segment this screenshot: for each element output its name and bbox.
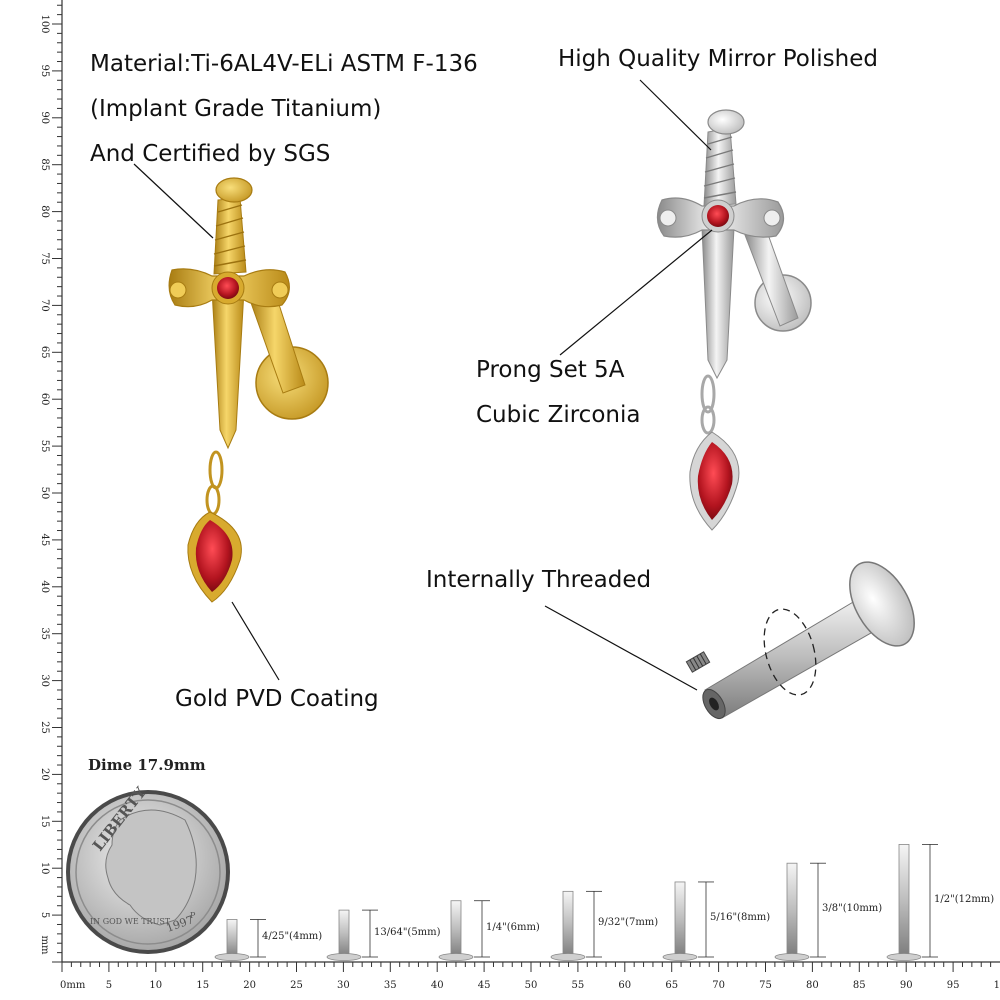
material-callout: Material:Ti-6AL4V-ELi ASTM F-136 (Implan… [90, 42, 478, 177]
horizontal-ruler: 5101520253035404550556065707580859095100… [60, 961, 1000, 991]
size-post [550, 890, 602, 961]
size-label: 5/16"(8mm) [710, 912, 771, 924]
h-tick-label: 70 [712, 980, 725, 991]
h-tick-label: 80 [806, 980, 819, 991]
h-tick-label: 90 [900, 980, 913, 991]
h-zero-label: 0mm [60, 980, 86, 991]
v-tick-label: 50 [39, 487, 50, 500]
prong-line-1: Prong Set 5A [476, 357, 625, 383]
h-tick-label: 35 [384, 980, 397, 991]
h-tick-label: 50 [525, 980, 538, 991]
v-unit-label: mm [39, 936, 50, 955]
h-tick-label: 45 [478, 980, 491, 991]
h-tick-label: 85 [853, 980, 866, 991]
h-tick-label: 5 [106, 980, 112, 991]
material-line-1: Material:Ti-6AL4V-ELi ASTM F-136 [90, 51, 478, 77]
v-tick-label: 40 [39, 580, 50, 593]
size-label: 1/4"(6mm) [486, 921, 540, 933]
vertical-ruler: 5 10 15 20 25 30 35 40 45 50 55 60 65 70 75 80 85 90 95 100… [39, 0, 63, 963]
size-label: 3/8"(10mm) [822, 903, 883, 915]
v-tick-label: 55 [39, 440, 50, 453]
v-tick-label: 10 [39, 862, 50, 875]
silver-dagger-earring [656, 109, 812, 531]
v-tick-label: 45 [39, 534, 50, 547]
size-post [886, 844, 938, 961]
h-tick-label: 65 [665, 980, 678, 991]
threaded-labret-post [685, 561, 915, 720]
dime-label: Dime 17.9mm [88, 756, 206, 774]
h-tick-label: 25 [290, 980, 303, 991]
h-tick-label: 55 [572, 980, 585, 991]
dime-coin: LIBERTY IN GOD WE TRUST 1997 P [66, 783, 230, 954]
v-tick-label: 65 [39, 346, 50, 359]
v-tick-label: 95 [39, 65, 50, 78]
size-post [214, 919, 266, 961]
h-tick-label: 75 [759, 980, 772, 991]
h-tick-label: 10 [994, 980, 1000, 991]
polish-callout: High Quality Mirror Polished [558, 46, 878, 72]
v-tick-label: 100 [39, 14, 50, 33]
v-tick-label: 20 [39, 768, 50, 781]
size-post [774, 862, 826, 961]
h-tick-label: 60 [618, 980, 631, 991]
h-tick-label: 30 [337, 980, 350, 991]
v-tick-label: 75 [39, 252, 50, 265]
v-tick-label: 60 [39, 393, 50, 406]
prong-line-2: Cubic Zirconia [476, 402, 641, 428]
v-tick-label: 85 [39, 158, 50, 171]
size-post [438, 900, 490, 961]
v-tick-label: 5 [39, 912, 50, 918]
size-label: 1/2"(12mm) [934, 893, 995, 905]
size-label: 13/64"(5mm) [374, 926, 441, 938]
gold-dagger-earring [168, 177, 329, 603]
size-chart [214, 844, 938, 961]
coin-motto-text: IN GOD WE TRUST [90, 917, 171, 926]
threaded-callout: Internally Threaded [426, 567, 652, 593]
v-tick-label: 30 [39, 674, 50, 687]
h-tick-label: 20 [243, 980, 256, 991]
size-label: 4/25"(4mm) [262, 931, 323, 943]
h-tick-label: 10 [149, 980, 162, 991]
h-tick-label: 95 [947, 980, 960, 991]
callout-leader-lines [133, 79, 713, 691]
coating-callout: Gold PVD Coating [175, 686, 379, 712]
prong-callout: Prong Set 5A Cubic Zirconia [476, 348, 640, 438]
material-line-3: And Certified by SGS [90, 141, 331, 167]
size-post [662, 881, 714, 961]
size-label: 9/32"(7mm) [598, 917, 659, 929]
coin-mint-text: P [190, 911, 196, 920]
v-tick-label: 15 [39, 815, 50, 828]
v-tick-label: 25 [39, 721, 50, 734]
h-tick-label: 40 [431, 980, 444, 991]
material-line-2: (Implant Grade Titanium) [90, 96, 382, 122]
size-post [326, 909, 378, 961]
v-tick-label: 70 [39, 299, 50, 312]
v-tick-label: 90 [39, 111, 50, 124]
v-tick-label: 35 [39, 627, 50, 640]
v-tick-label: 80 [39, 205, 50, 218]
h-tick-label: 15 [196, 980, 209, 991]
